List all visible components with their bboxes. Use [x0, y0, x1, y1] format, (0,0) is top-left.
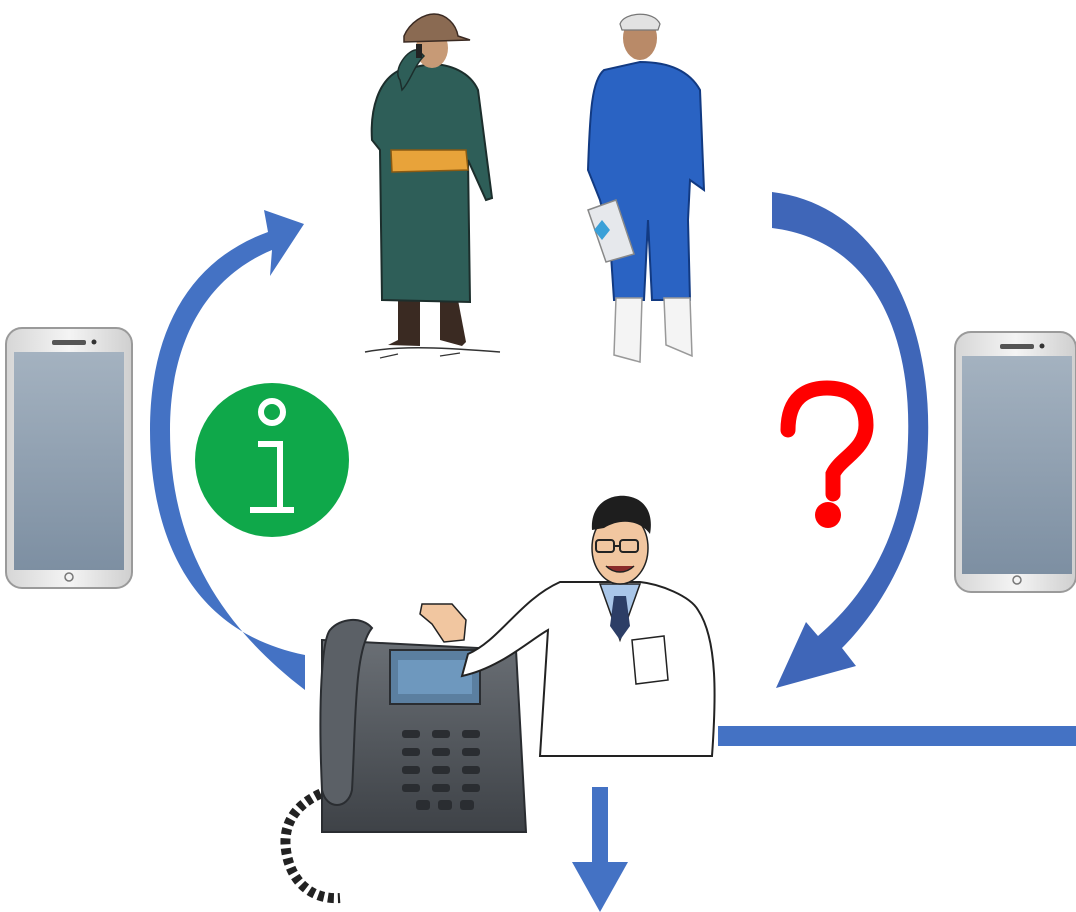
- left-curved-arrow: [150, 210, 305, 690]
- desk-telephone: [280, 619, 528, 904]
- info-badge: [195, 383, 349, 537]
- smartphone-right: [954, 331, 1076, 593]
- doctor-figure: [419, 495, 716, 757]
- connector-line: [718, 726, 1076, 746]
- smartphone-left: [5, 327, 133, 589]
- herder-figure: [364, 13, 501, 359]
- vet-figure: [586, 13, 706, 363]
- right-curved-arrow: [772, 192, 929, 688]
- question-mark: [780, 380, 874, 528]
- down-arrow: [572, 787, 628, 912]
